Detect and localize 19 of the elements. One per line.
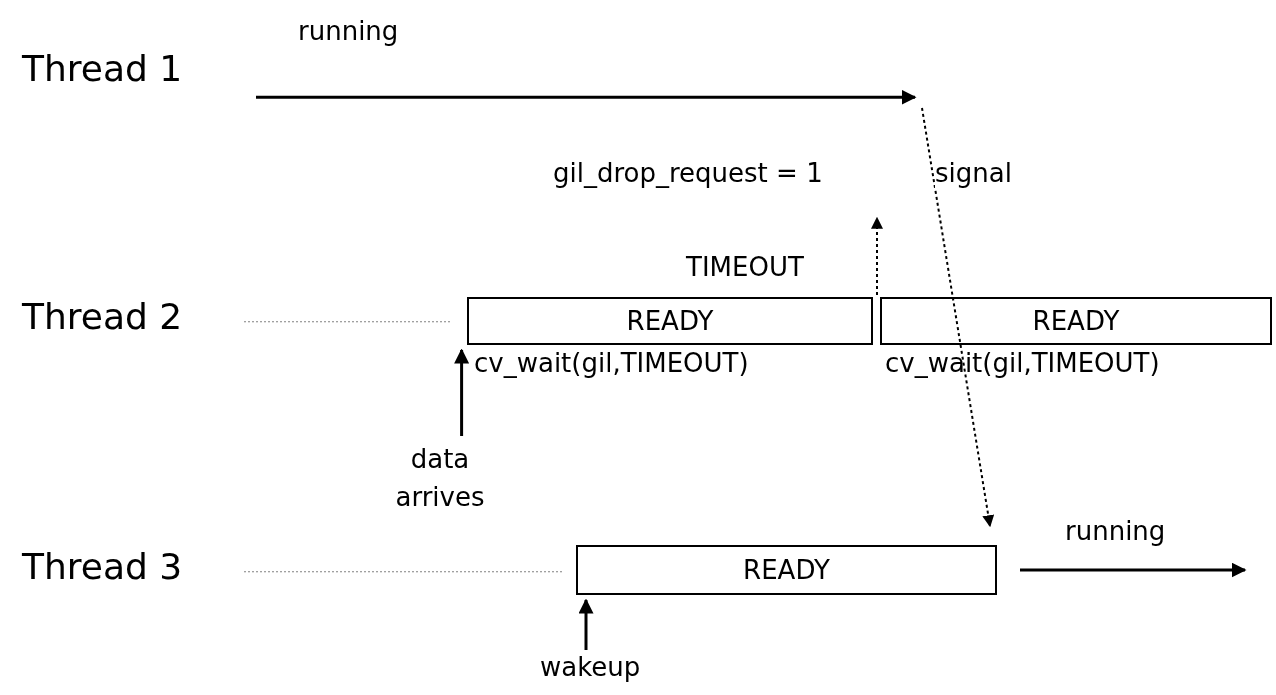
- arrow: [256, 89, 917, 105]
- event-text: wakeup: [540, 652, 640, 690]
- function-call-text: cv_wait(gil,TIMEOUT): [474, 348, 749, 378]
- arrow: [1020, 562, 1247, 578]
- state-bar: READY: [467, 297, 873, 345]
- thread-label: Thread 2: [22, 296, 242, 352]
- arrow: [454, 348, 470, 436]
- dotted-arrow: [921, 107, 995, 528]
- arrow: [578, 598, 594, 650]
- function-call-text: cv_wait(gil,TIMEOUT): [885, 348, 1160, 378]
- dotted-arrow: [871, 216, 883, 296]
- thread-label: Thread 3: [22, 546, 242, 602]
- state-bar: READY: [576, 545, 997, 595]
- event-text: data arrives: [395, 440, 485, 516]
- thread-label: Thread 1: [22, 48, 242, 108]
- state-bar: READY: [880, 297, 1272, 345]
- dotted-line: [243, 571, 563, 573]
- variable-text: gil_drop_request = 1: [553, 158, 873, 198]
- dotted-line: [243, 321, 451, 323]
